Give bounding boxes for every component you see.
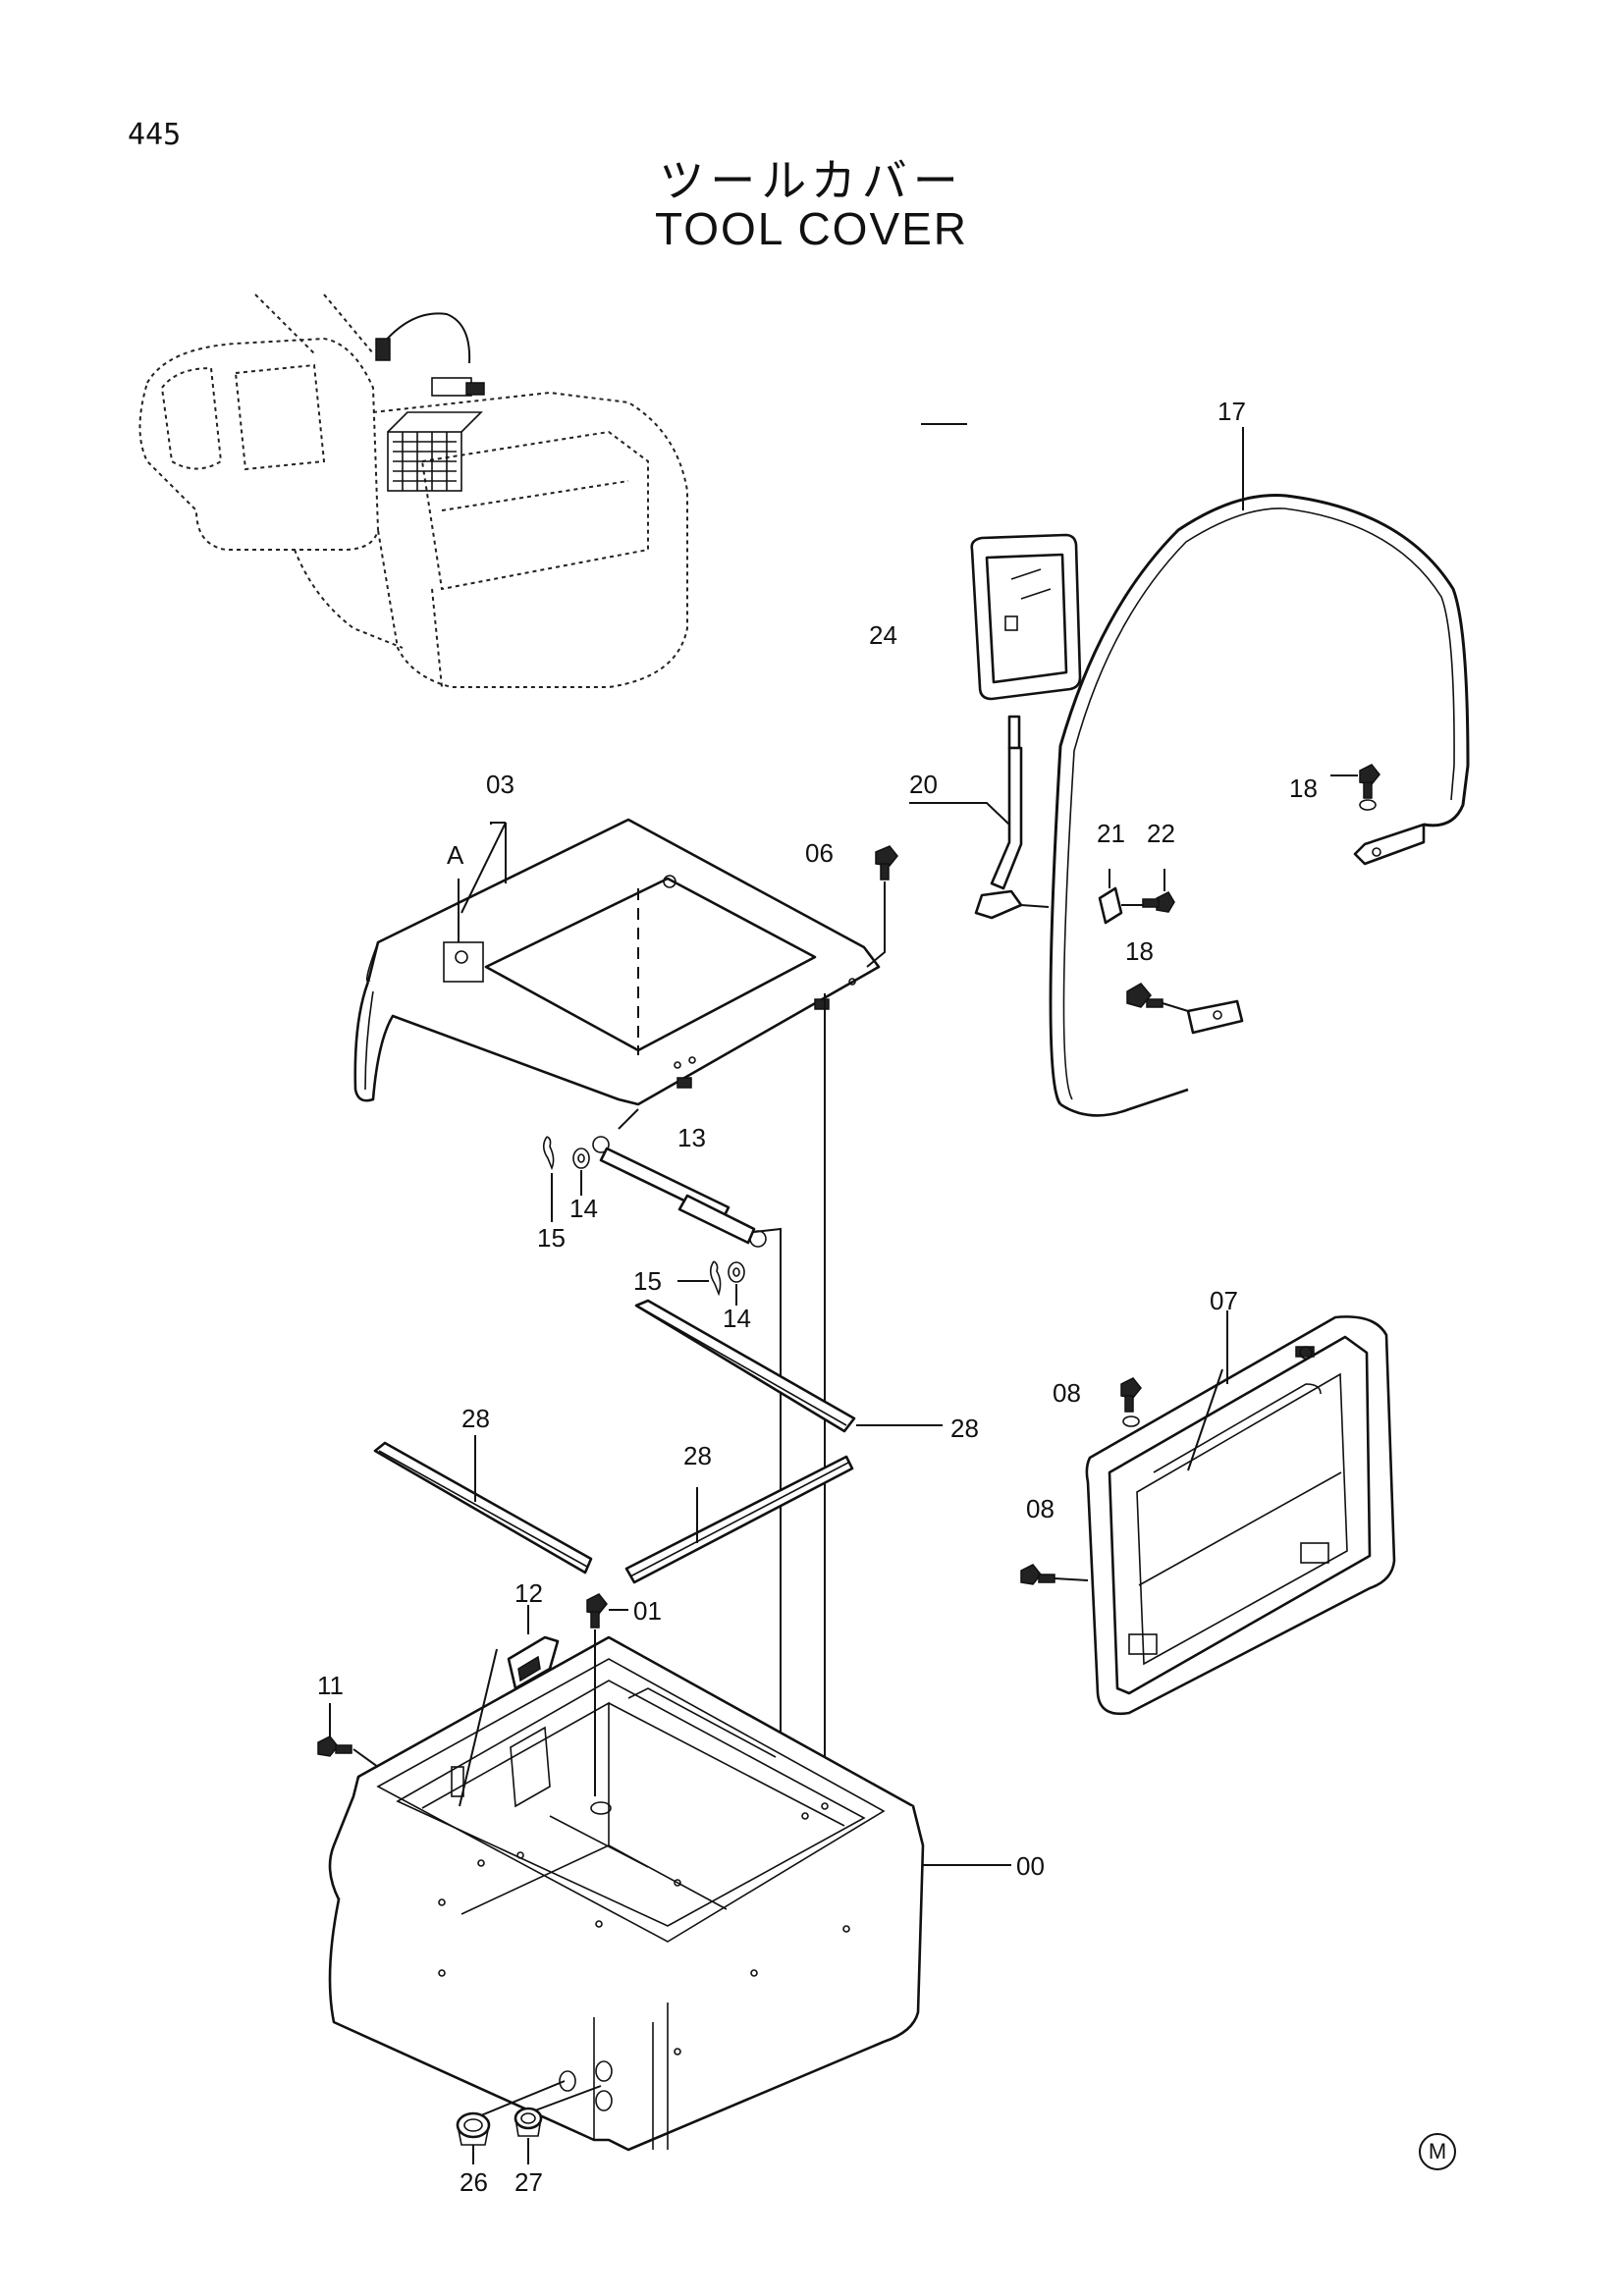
callout-03: 03 xyxy=(486,770,514,799)
callout-24: 24 xyxy=(869,620,897,650)
part-17-bracket-foot xyxy=(1186,999,1244,1035)
part-22-bolt xyxy=(1142,891,1175,913)
callout-01: 01 xyxy=(633,1596,662,1626)
part-26-plug xyxy=(456,2111,491,2146)
part-08-bolt-upper xyxy=(1120,1377,1142,1427)
part-07-side-door xyxy=(1085,1315,1396,1716)
callout-06: 06 xyxy=(805,838,834,868)
callout-15-lower: 15 xyxy=(633,1266,662,1296)
callout-28-left: 28 xyxy=(461,1404,490,1433)
callout-22: 22 xyxy=(1147,819,1175,848)
callout-08-upper: 08 xyxy=(1053,1378,1081,1408)
part-21-clamp xyxy=(1098,886,1123,925)
part-11-bolt xyxy=(317,1735,352,1757)
part-17-mirror-bracket xyxy=(1049,493,1470,1117)
part-15-pin-lower xyxy=(709,1260,722,1297)
part-28-weatherstrip-right xyxy=(634,1299,856,1433)
page-number: 445 xyxy=(128,118,182,152)
callout-12: 12 xyxy=(514,1578,543,1608)
part-15-pin-upper xyxy=(542,1136,555,1171)
callout-27: 27 xyxy=(514,2167,543,2197)
callout-28-center: 28 xyxy=(683,1441,712,1470)
callout-21: 21 xyxy=(1097,819,1125,848)
title-english: TOOL COVER xyxy=(654,203,969,254)
part-03-tool-cover-lid xyxy=(353,818,881,1106)
callout-17: 17 xyxy=(1217,397,1246,426)
callout-07: 07 xyxy=(1210,1286,1238,1315)
callout-15-upper: 15 xyxy=(537,1223,566,1253)
part-20-mirror-stay xyxy=(974,746,1023,920)
callout-20: 20 xyxy=(909,770,938,799)
part-00-tool-box xyxy=(328,1635,925,2152)
callout-00: 00 xyxy=(1016,1851,1045,1881)
callout-18-lower: 18 xyxy=(1125,936,1154,966)
machine-locator-illustration xyxy=(138,294,688,688)
title-japanese: ツールカバー xyxy=(659,154,964,207)
callout-18-upper: 18 xyxy=(1289,774,1318,803)
part-14-washer-lower xyxy=(728,1261,745,1283)
part-14-washer-upper xyxy=(572,1148,590,1169)
callout-11: 11 xyxy=(317,1671,344,1700)
part-24-mirror xyxy=(970,533,1082,750)
part-13-gas-spring xyxy=(592,1136,767,1248)
callout-08-lower: 08 xyxy=(1026,1494,1055,1523)
callout-28-right: 28 xyxy=(950,1414,979,1443)
callout-14-lower: 14 xyxy=(723,1304,751,1333)
part-06-bolt xyxy=(875,845,898,881)
callout-A: A xyxy=(447,840,464,870)
part-28-weatherstrip-left xyxy=(373,1441,593,1575)
part-18-bolt-upper xyxy=(1359,764,1380,811)
manufacturer-mark: M xyxy=(1419,2133,1456,2170)
callout-13: 13 xyxy=(677,1123,706,1152)
part-12-lock xyxy=(507,1635,560,1690)
part-28-weatherstrip-center xyxy=(624,1455,854,1584)
part-08-bolt-lower xyxy=(1020,1564,1055,1585)
part-27-plug xyxy=(514,2107,543,2137)
callout-14-upper: 14 xyxy=(569,1194,598,1223)
part-01-bolt xyxy=(586,1593,608,1629)
callout-26: 26 xyxy=(460,2167,488,2197)
